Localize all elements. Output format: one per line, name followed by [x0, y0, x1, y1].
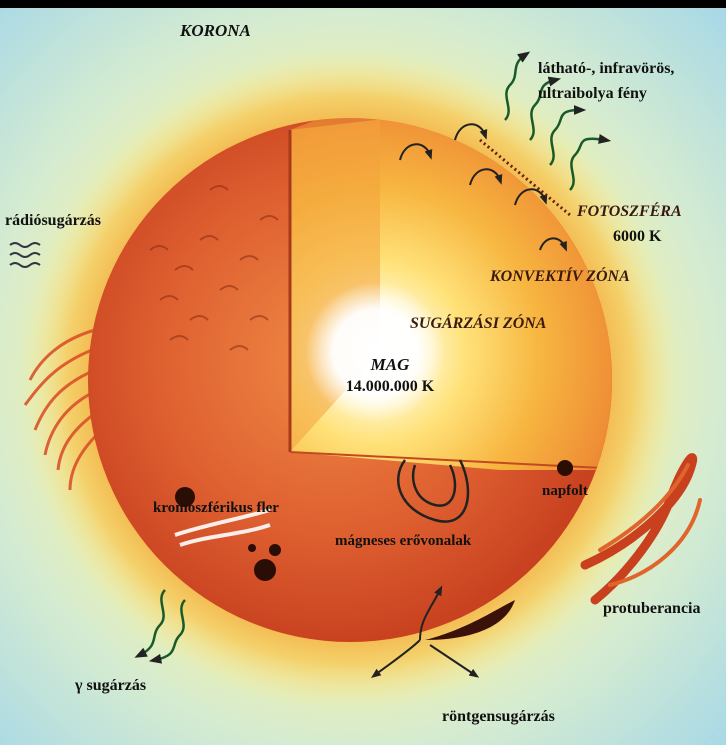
mag-label: MAG — [340, 356, 440, 375]
fotoszfera-temp-label: 6000 K — [613, 228, 661, 246]
sugarzasi-label: SUGÁRZÁSI ZÓNA — [410, 315, 546, 333]
korona-label: KORONA — [180, 22, 251, 41]
konvektiv-label: KONVEKTÍV ZÓNA — [490, 268, 630, 286]
protuberancia-label: protuberancia — [603, 600, 700, 618]
light-label-line1: látható-, infravörös, — [538, 60, 674, 78]
napfolt-label: napfolt — [542, 483, 588, 500]
rontgen-label: röntgensugárzás — [442, 708, 555, 726]
light-label-line2: ultraibolya fény — [538, 85, 647, 103]
gamma-label: γ sugárzás — [75, 677, 146, 695]
fler-label: kromoszférikus fler — [153, 500, 279, 517]
erovonalak-label: mágneses erővonalak — [335, 533, 471, 550]
radio-label: rádiósugárzás — [5, 212, 101, 230]
mag-temp-label: 14.000.000 K — [310, 378, 470, 396]
core — [305, 282, 445, 422]
fotoszfera-label: FOTOSZFÉRA — [577, 203, 682, 221]
